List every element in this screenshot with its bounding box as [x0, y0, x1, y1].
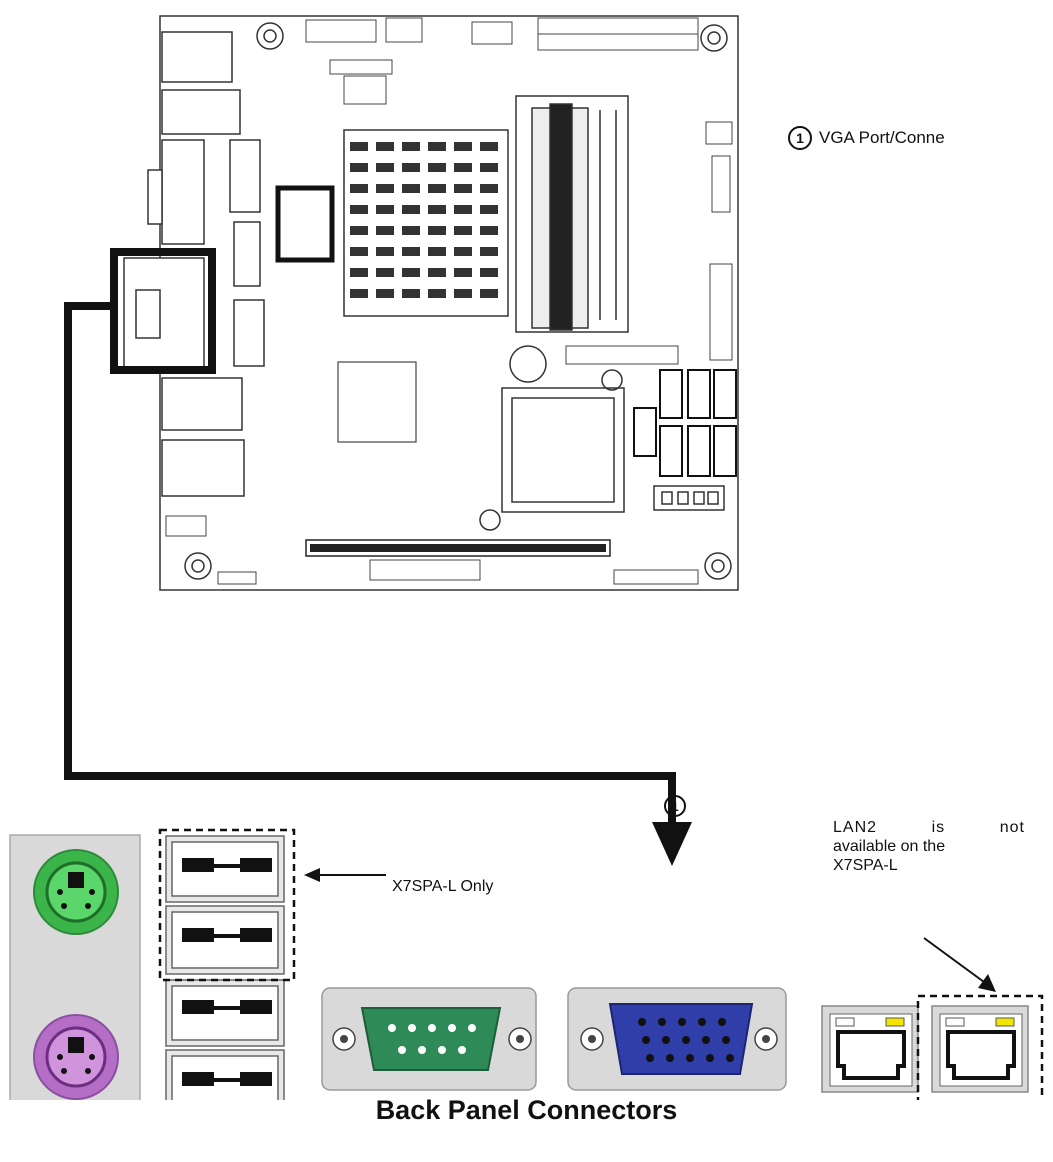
heatsink-fin — [428, 268, 446, 277]
heatsink-fin — [376, 142, 394, 151]
heatsink-fin — [480, 184, 498, 193]
top-headers — [305, 17, 699, 105]
heatsink-fin — [350, 142, 368, 151]
heatsink-fin — [376, 226, 394, 235]
heatsink-fin — [454, 163, 472, 172]
vga-port — [567, 987, 787, 1091]
heatsink-fin — [454, 289, 472, 298]
heatsink-fin — [454, 205, 472, 214]
heatsink-fin — [402, 268, 420, 277]
heatsink-fin — [350, 268, 368, 277]
heatsink-fin — [428, 289, 446, 298]
mounting-holes — [184, 22, 732, 580]
vga-highlight-box — [110, 248, 216, 374]
heatsink-fin — [350, 205, 368, 214]
heatsink-fin — [350, 247, 368, 256]
arrow-left-icon — [304, 868, 386, 882]
lan-note-line3: X7SPA-L — [833, 857, 898, 874]
lan-ports — [821, 1005, 1029, 1093]
heatsink-fin — [402, 289, 420, 298]
chipset — [337, 361, 417, 443]
back-panel — [9, 828, 1044, 1100]
heatsink-fin — [480, 142, 498, 151]
heatsink-fin — [480, 247, 498, 256]
heatsink-fin — [402, 226, 420, 235]
heatsink-fin — [350, 163, 368, 172]
heatsink-fin — [480, 163, 498, 172]
heatsink-fin — [454, 184, 472, 193]
heatsink-fin — [454, 268, 472, 277]
heatsink-fin — [480, 268, 498, 277]
heatsink-fin — [402, 247, 420, 256]
sata-connectors — [633, 369, 737, 477]
heatsink-fin — [454, 226, 472, 235]
heatsink-fin — [376, 205, 394, 214]
heatsink-fin — [428, 163, 446, 172]
arrow-down-icon — [652, 822, 692, 866]
memory-slot — [515, 95, 629, 333]
bottom-headers — [165, 515, 699, 585]
cpu-heatsink — [343, 129, 509, 317]
heatsink-fin — [428, 184, 446, 193]
vga-callout-number: 1 — [664, 795, 686, 817]
usb-note: X7SPA-L Only — [392, 878, 494, 895]
heatsink-fin — [350, 289, 368, 298]
arrow-diagonal-icon — [923, 937, 996, 992]
heatsink-fin — [376, 268, 394, 277]
heatsink-fin — [402, 205, 420, 214]
heatsink-fin — [376, 247, 394, 256]
processor — [479, 345, 625, 531]
heatsink-fin — [428, 142, 446, 151]
legend-number: 1 — [788, 126, 812, 150]
heatsink-fin — [454, 142, 472, 151]
heatsink-fin — [480, 205, 498, 214]
heatsink-fin — [428, 226, 446, 235]
lan2-dashed-box — [916, 994, 1044, 1100]
serial-port — [321, 987, 537, 1091]
heatsink-fin — [402, 142, 420, 151]
lan-note-line1: LAN2 is not — [833, 819, 1025, 836]
ps2-ports — [9, 834, 141, 1100]
heatsink-fin — [428, 247, 446, 256]
diagram-title: Back Panel Connectors — [375, 1095, 678, 1125]
motherboard-diagram — [110, 15, 739, 591]
usb-ports — [165, 835, 285, 1100]
usb-dashed-box — [158, 828, 296, 982]
heatsink-fin — [402, 184, 420, 193]
leader-line — [64, 302, 692, 866]
legend-label: VGA Port/Conne — [819, 128, 945, 147]
lan-note-line2: available on the — [833, 838, 946, 855]
lan-note: LAN2 is not available on the X7SPA-L — [833, 818, 1025, 875]
heatsink-fin — [454, 247, 472, 256]
heatsink-fin — [376, 289, 394, 298]
right-headers — [565, 121, 733, 365]
pci-slot — [305, 539, 611, 581]
heatsink-fin — [428, 205, 446, 214]
heatsink-fin — [480, 289, 498, 298]
heatsink-fin — [376, 163, 394, 172]
heatsink-fin — [402, 163, 420, 172]
heatsink-fin — [350, 226, 368, 235]
heatsink-fin — [480, 226, 498, 235]
power-connector — [653, 485, 725, 511]
legend: 1 VGA Port/Conne — [788, 126, 945, 150]
left-connector-stack — [123, 31, 265, 497]
io-chip — [275, 185, 335, 263]
heatsink-fin — [376, 184, 394, 193]
heatsink-fin — [350, 184, 368, 193]
